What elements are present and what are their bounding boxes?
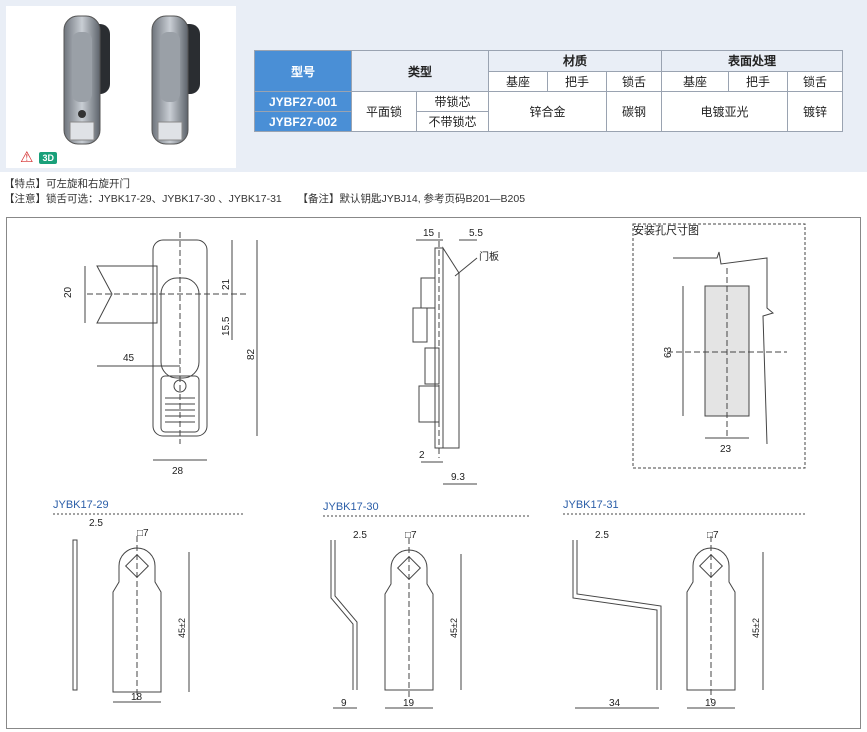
header-type: 类型	[351, 50, 489, 92]
dim-45: 45	[123, 353, 135, 364]
t30-2-5: 2.5	[353, 530, 367, 541]
t30-sq7: □7	[405, 530, 417, 541]
front-view	[84, 232, 258, 461]
model-2: JYBF27-002	[254, 111, 352, 132]
t31-45tol: 45±2	[751, 618, 761, 638]
t31-34: 34	[609, 698, 621, 709]
note-attention: 【注意】锁舌可选：JYBK17-29、JYBK17-30 、JYBK17-31 …	[4, 193, 526, 205]
dim-21: 21	[221, 278, 232, 290]
tongue-31	[572, 536, 764, 709]
product-header-panel: ⚠ 3D 型号 类型 材质 表面处理 基座 把手 锁舌 基座 把手 锁舌 JYB…	[0, 0, 867, 172]
dim-15-5: 15.5	[221, 316, 232, 336]
dim-15: 15	[423, 228, 435, 239]
model-1: JYBF27-001	[254, 91, 352, 112]
tongue-30	[330, 538, 462, 709]
t30-9: 9	[341, 698, 347, 709]
sub-tongue: 锁舌	[606, 70, 662, 92]
badge-row: ⚠ 3D	[20, 150, 57, 165]
technical-drawing: 20 21 15.5 82 45 28 15 5.5 门板 2 9.3	[53, 223, 806, 709]
dim-9-3: 9.3	[451, 472, 465, 483]
notes-block: 【特点】可左旋和右旋开门 【注意】锁舌可选：JYBK17-29、JYBK17-3…	[4, 177, 525, 207]
label-jybk17-30: JYBK17-30	[323, 501, 379, 513]
surf-tongue: 镀锌	[787, 91, 843, 132]
mounting-hole-view	[632, 223, 806, 469]
hole-title: 安装孔尺寸图	[633, 223, 699, 237]
sub-handle: 把手	[547, 70, 607, 92]
lock-photo-illustration	[63, 15, 200, 145]
spec-table: 型号 类型 材质 表面处理 基座 把手 锁舌 基座 把手 锁舌 JYBF27-0…	[254, 50, 843, 132]
t29-45tol: 45±2	[177, 618, 187, 638]
label-jybk17-29: JYBK17-29	[53, 499, 109, 511]
t31-sq7: □7	[707, 530, 719, 541]
dim-23: 23	[720, 444, 732, 455]
header-material: 材质	[488, 50, 662, 72]
type-1: 带锁芯	[416, 91, 489, 112]
sub-base: 基座	[488, 70, 548, 92]
t29-sq7: □7	[137, 528, 149, 539]
3d-badge[interactable]: 3D	[39, 151, 57, 164]
t29-18: 18	[131, 692, 143, 703]
t30-45tol: 45±2	[449, 618, 459, 638]
dim-63: 63	[663, 346, 674, 358]
header-model: 型号	[254, 50, 352, 92]
technical-drawing-panel: 20 21 15.5 82 45 28 15 5.5 门板 2 9.3	[6, 217, 861, 729]
type-2: 不带锁芯	[416, 111, 489, 132]
t30-19: 19	[403, 698, 415, 709]
header-surface: 表面处理	[661, 50, 843, 72]
side-view	[412, 232, 478, 485]
dim-5-5: 5.5	[469, 228, 483, 239]
note-feature: 【特点】可左旋和右旋开门	[4, 178, 130, 190]
sub-handle2: 把手	[728, 70, 788, 92]
t31-19: 19	[705, 698, 717, 709]
sub-tongue2: 锁舌	[787, 70, 843, 92]
dim-82: 82	[246, 348, 257, 360]
product-photo: ⚠ 3D	[6, 6, 236, 168]
warning-triangle-icon: ⚠	[20, 149, 34, 166]
dim-20: 20	[63, 286, 74, 298]
dim-2: 2	[419, 450, 425, 461]
label-jybk17-31: JYBK17-31	[563, 499, 619, 511]
mat-base-handle: 锌合金	[488, 91, 607, 132]
sub-base2: 基座	[661, 70, 729, 92]
dim-28: 28	[172, 466, 184, 477]
t29-2-5: 2.5	[89, 518, 103, 529]
label-door: 门板	[479, 250, 499, 263]
tongue-29	[72, 536, 190, 703]
surf-base-handle: 电镀亚光	[661, 91, 788, 132]
t31-2-5: 2.5	[595, 530, 609, 541]
type-main: 平面锁	[351, 91, 417, 132]
mat-tongue: 碳钢	[606, 91, 662, 132]
